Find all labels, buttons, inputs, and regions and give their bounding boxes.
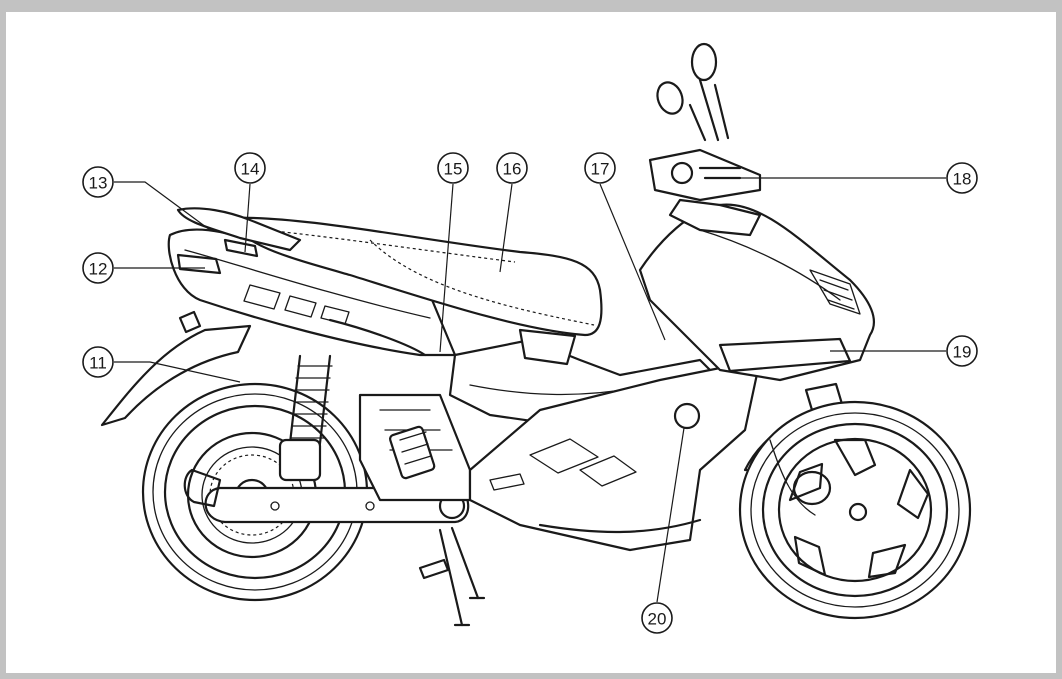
callout-12: 12	[82, 252, 114, 284]
callout-18-label: 18	[953, 170, 972, 189]
callout-leaders	[114, 177, 946, 603]
rear-fender	[100, 310, 252, 427]
engine-block	[358, 393, 472, 502]
callout-20: 20	[641, 602, 673, 634]
callout-18: 18	[946, 162, 978, 194]
callout-11: 11	[82, 346, 114, 378]
front-wheel	[738, 400, 972, 620]
front-brake-cable	[769, 439, 816, 516]
callout-13-label: 13	[89, 174, 108, 193]
rear-shock-absorber	[278, 354, 333, 482]
callout-15: 15	[437, 152, 469, 184]
callout-13: 13	[82, 166, 114, 198]
grab-rail	[176, 207, 302, 258]
callout-19-label: 19	[953, 343, 972, 362]
callout-14: 14	[234, 152, 266, 184]
callout-17-label: 17	[591, 160, 610, 179]
rear-body-panel	[167, 228, 457, 357]
callout-14-label: 14	[241, 160, 260, 179]
callout-12-label: 12	[89, 260, 108, 279]
callout-19: 19	[946, 335, 978, 367]
callout-16-label: 16	[503, 160, 522, 179]
front-body	[638, 203, 875, 382]
callout-16: 16	[496, 152, 528, 184]
center-stand	[418, 526, 486, 627]
tail-light	[176, 253, 222, 275]
handlebar-assembly	[648, 42, 762, 237]
fuel-cap	[673, 402, 701, 430]
callout-17: 17	[584, 152, 616, 184]
callout-20-label: 20	[648, 610, 667, 629]
callout-15-label: 15	[444, 160, 463, 179]
callout-11-label: 11	[89, 354, 107, 373]
